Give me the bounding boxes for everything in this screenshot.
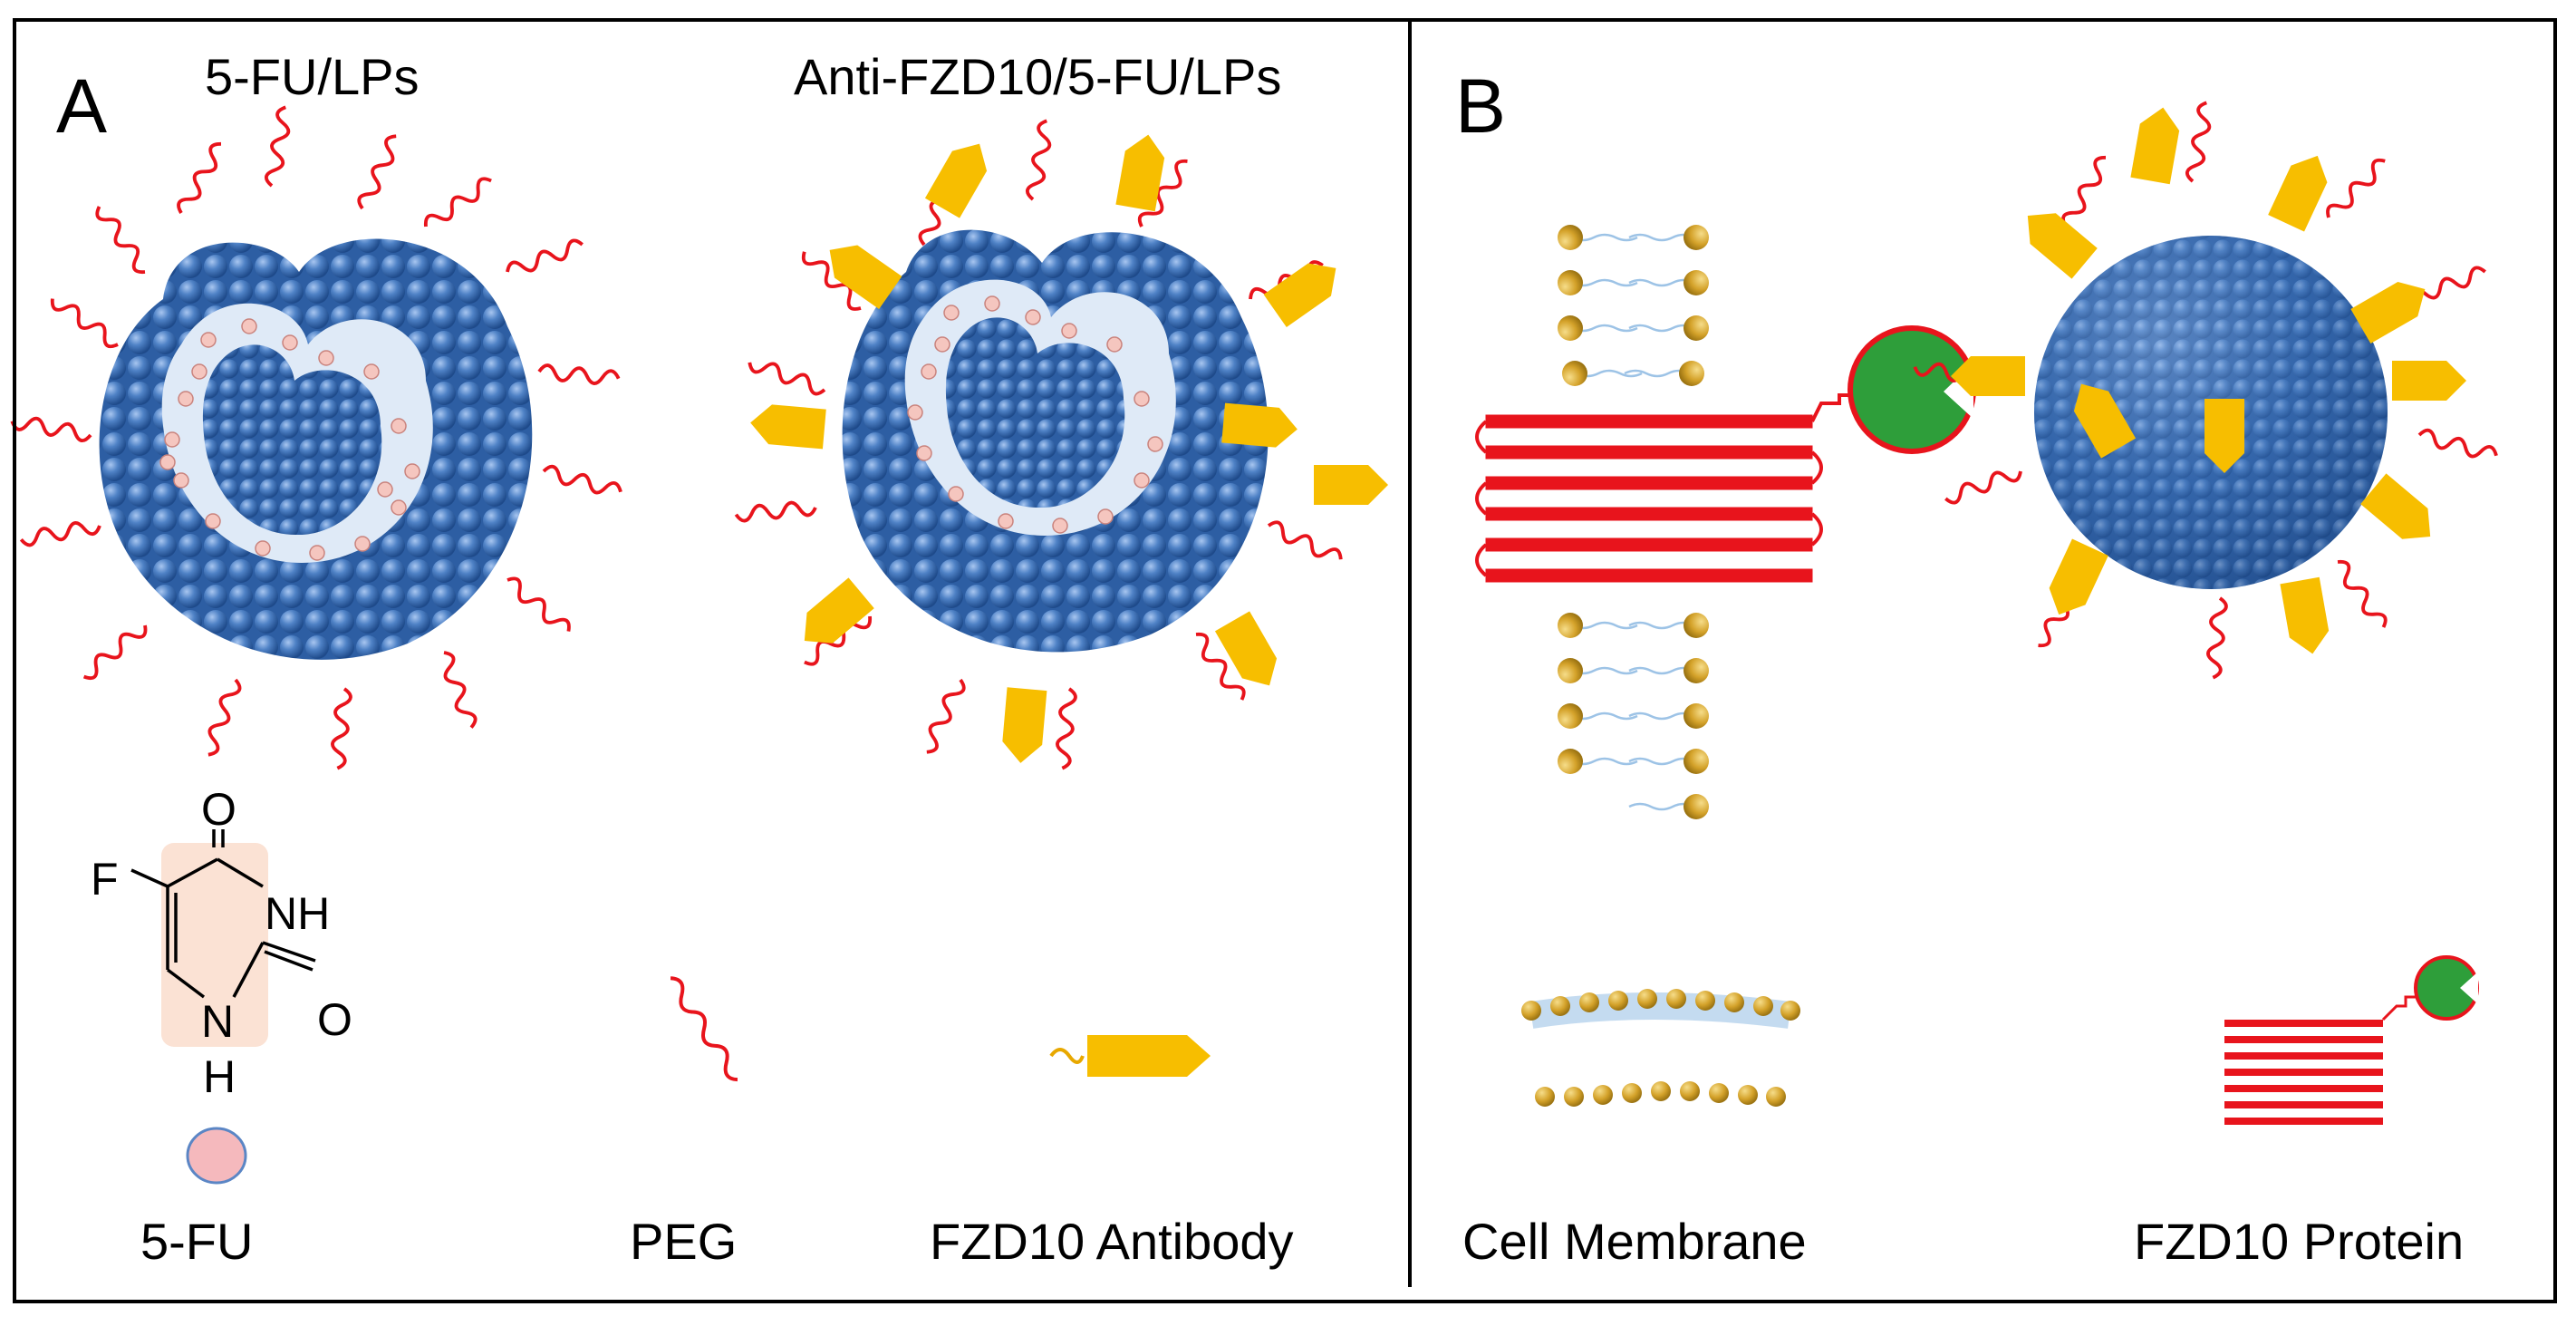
- panel-a-title-left: 5-FU/LPs: [205, 48, 420, 105]
- peg-legend-symbol: [670, 976, 738, 1082]
- legend-label-fzd10-protein: FZD10 Protein: [2134, 1213, 2465, 1270]
- atom-nh-right: NH: [265, 888, 331, 939]
- atom-h-bottom: H: [203, 1051, 236, 1102]
- legend-label-5fu: 5-FU: [140, 1213, 254, 1270]
- atom-fluorine: F: [91, 854, 119, 905]
- figure-frame: [13, 18, 2557, 1303]
- atom-oxygen-right: O: [317, 994, 352, 1045]
- panel-divider: [1408, 18, 1412, 1287]
- panel-a-letter: A: [56, 63, 108, 149]
- nanoparticle-targeted: [1912, 100, 2500, 681]
- panel-b-letter: B: [1455, 63, 1507, 149]
- drug-marker: [186, 1127, 247, 1185]
- drug-molecules-targeted: [907, 295, 1163, 534]
- cell-membrane-legend-symbol: [1521, 989, 1800, 1107]
- fluorouracil-structure: [130, 829, 316, 1047]
- liposome-targeted: [733, 118, 1388, 771]
- antibody-legend-symbol: [1049, 1035, 1211, 1077]
- panel-a-title-right: Anti-FZD10/5-FU/LPs: [794, 48, 1282, 105]
- legend-label-cell-membrane: Cell Membrane: [1462, 1213, 1807, 1270]
- fzd10-protein-legend-symbol: [2224, 955, 2479, 1125]
- legend-label-peg: PEG: [630, 1213, 738, 1270]
- atom-oxygen-top: O: [201, 784, 236, 835]
- legend-label-fzd10-antibody: FZD10 Antibody: [930, 1213, 1294, 1270]
- atom-n-bottom: N: [201, 996, 235, 1047]
- liposome-plain: [9, 104, 624, 771]
- drug-molecules-plain: [159, 318, 420, 561]
- fzd10-receptor-bound: [1475, 325, 1976, 583]
